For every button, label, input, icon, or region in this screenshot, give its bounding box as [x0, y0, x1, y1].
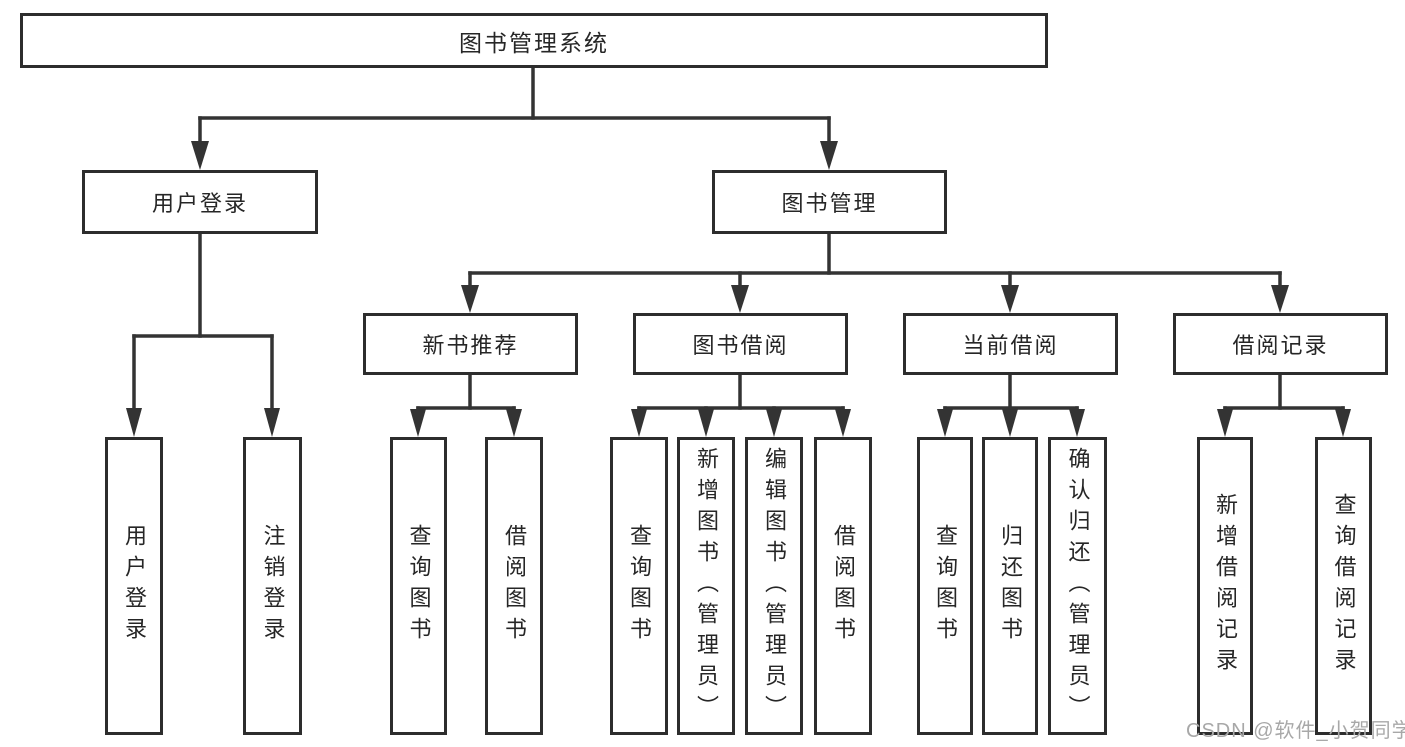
csdn-watermark: CSDN @软件_小贺同学	[1186, 720, 1405, 742]
leaf-borrow-books-recommend: 借阅图书	[485, 437, 543, 735]
leaf-borrow-books-borrowing: 借阅图书	[814, 437, 872, 735]
leaf-logout: 注销登录	[243, 437, 302, 735]
leaf-query-books-current: 查询图书	[917, 437, 973, 735]
node-user-login: 用户登录	[82, 170, 318, 234]
node-library-management-system: 图书管理系统	[20, 13, 1048, 68]
node-new-book-recommend: 新书推荐	[363, 313, 578, 375]
leaf-add-borrow-record: 新增借阅记录	[1197, 437, 1253, 735]
leaf-return-books: 归还图书	[982, 437, 1038, 735]
node-book-management: 图书管理	[712, 170, 947, 234]
node-book-borrowing: 图书借阅	[633, 313, 848, 375]
leaf-user-login: 用户登录	[105, 437, 163, 735]
leaf-edit-books-admin: 编辑图书（管理员）	[745, 437, 803, 735]
leaf-confirm-return-admin: 确认归还（管理员）	[1048, 437, 1107, 735]
leaf-query-books-borrowing: 查询图书	[610, 437, 668, 735]
node-borrowing-records: 借阅记录	[1173, 313, 1388, 375]
leaf-add-books-admin: 新增图书（管理员）	[677, 437, 735, 735]
leaf-query-borrow-record: 查询借阅记录	[1315, 437, 1372, 735]
node-current-borrowing: 当前借阅	[903, 313, 1118, 375]
leaf-query-books-recommend: 查询图书	[390, 437, 447, 735]
